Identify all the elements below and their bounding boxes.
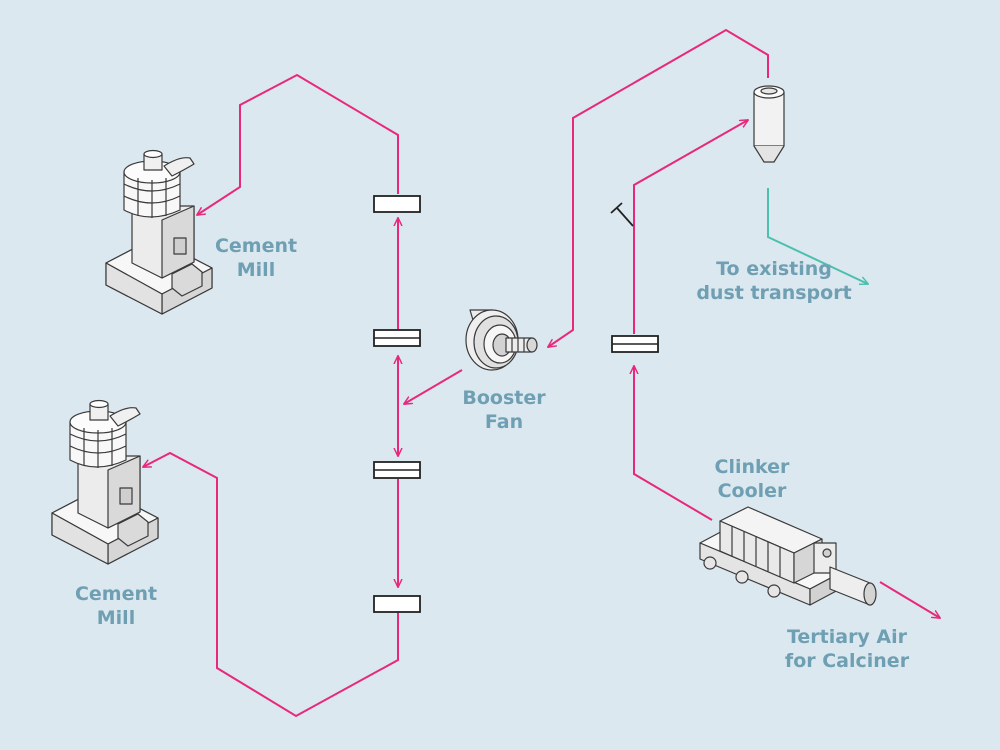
booster-fan-label: Booster Fan xyxy=(462,387,546,433)
valve-icon xyxy=(610,202,634,227)
flow-line-dust-transport xyxy=(767,188,868,284)
cement-mill-label-bottom: Cement Mill xyxy=(74,583,158,629)
flow-line-bottom-mill xyxy=(143,451,399,718)
clinker-cooler-icon xyxy=(699,506,877,606)
open-damper-icon xyxy=(611,335,659,353)
flow-line-cooler-to-silo xyxy=(633,120,748,334)
dust-transport-label: To existing dust transport xyxy=(696,258,852,304)
cement-mill-label-top: Cement Mill xyxy=(214,235,298,281)
hatched-damper-icon xyxy=(373,195,421,213)
tertiary-air-label: Tertiary Air for Calciner xyxy=(784,626,910,672)
cement-mill-icon xyxy=(105,149,213,315)
flow-line-silo-to-fan xyxy=(548,28,769,347)
booster-fan-icon xyxy=(465,309,538,371)
clinker-cooler-label: Clinker Cooler xyxy=(714,456,790,502)
flow-line-fan-to-junction xyxy=(404,369,463,404)
hatched-damper-icon xyxy=(373,595,421,613)
cement-mill-icon xyxy=(51,399,159,565)
flow-line-tertiary-air xyxy=(879,581,940,618)
flow-line-top-mill xyxy=(197,73,399,215)
open-damper-icon xyxy=(373,329,421,347)
open-damper-icon xyxy=(373,461,421,479)
flow-line-cooler-to-damper xyxy=(634,366,713,521)
filter-silo-icon xyxy=(753,85,785,163)
